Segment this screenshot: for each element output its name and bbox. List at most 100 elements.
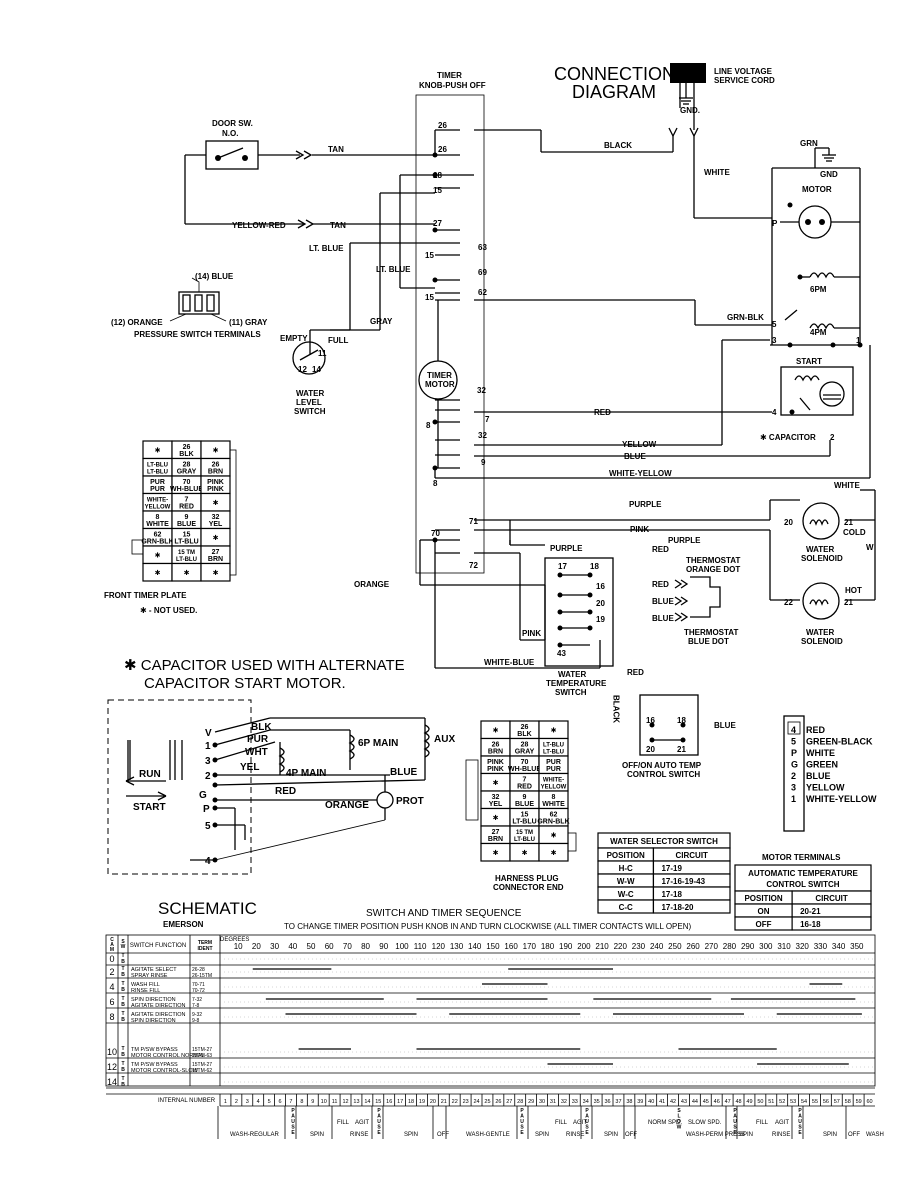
seq-header-func: SWITCH FUNCTION (130, 943, 186, 949)
timer-term-8b: 8 (433, 479, 438, 488)
internal-number: 15 (375, 1099, 381, 1105)
timer-term-8a: 8 (426, 421, 431, 430)
internal-number: 24 (473, 1099, 479, 1105)
seq-row-cam: 0 (109, 954, 114, 964)
internal-number: 52 (779, 1099, 785, 1105)
seq-row-func: MOTOR CONTROL NORMAL (131, 1053, 205, 1059)
schem-aux: AUX (434, 734, 455, 745)
water-selector-title: WATER SELECTOR SWITCH (610, 837, 718, 846)
internal-number: 2 (235, 1099, 238, 1105)
harness-plug-cell-text: ✱ (551, 831, 557, 839)
auto-temp-cell: OFF (756, 920, 772, 929)
water-temperature-switch (544, 557, 614, 667)
motor-terminal-label: GREEN (806, 760, 838, 770)
harness-plug-cell (538, 842, 569, 862)
seq-degree-label: 140 (468, 942, 482, 951)
wts-t18: 18 (590, 562, 599, 571)
seq-row-term: 70-71 (192, 982, 205, 988)
internal-number-label: INTERNAL NUMBER (158, 1098, 216, 1104)
schem-wht: WHT (245, 747, 268, 758)
seq-row-term: 9-8 (192, 1018, 199, 1024)
seq-row-cam: 14 (107, 1077, 117, 1087)
auto-temp-header: POSITION (744, 894, 782, 903)
internal-number: 27 (506, 1099, 512, 1105)
seq-row-cam: 4 (109, 982, 114, 992)
internal-number: 5 (268, 1099, 271, 1105)
wts-t17: 17 (558, 562, 567, 571)
motor-terminal-num: 1 (791, 794, 796, 804)
internal-number: 36 (604, 1099, 610, 1105)
internal-number: 30 (539, 1099, 545, 1105)
timer-term-15b: 15 (425, 251, 434, 260)
water-level-t14: 14 (312, 365, 321, 374)
internal-number: 31 (550, 1099, 556, 1105)
seq-row-func: SPIN DIRECTION (131, 997, 176, 1003)
timer-label2: KNOB-PUSH OFF (419, 81, 486, 90)
schem-start: START (133, 802, 166, 813)
harness-plug-cell-text: ✱ (551, 849, 557, 857)
door-switch-label2: N.O. (222, 129, 238, 138)
motor-term-3: 3 (772, 336, 777, 345)
wire-label-blue3: BLUE (652, 614, 674, 623)
schem-run: RUN (139, 769, 161, 780)
seq-degree-label: 260 (686, 942, 700, 951)
line-cord-label2: SERVICE CORD (714, 76, 775, 85)
seq-degree-label: 50 (307, 942, 316, 951)
harness-plug-cell-text: ✱ (493, 726, 499, 734)
seq-phase-label: AGIT (775, 1120, 789, 1126)
internal-number: 60 (866, 1099, 872, 1105)
internal-number: 34 (583, 1099, 589, 1105)
motor-terminal-label: YELLOW (806, 783, 845, 793)
front-plate-cell-text: ✱ (213, 569, 219, 577)
timer-term-15a: 15 (433, 186, 442, 195)
water-selector-cell: W-C (618, 890, 634, 899)
water-solenoid-cold (802, 502, 840, 540)
internal-number: 55 (812, 1099, 818, 1105)
motor-terminals-strip (783, 715, 805, 832)
seq-row-func: AGITATE SELECT (131, 967, 177, 973)
seq-row-term: 15TM-27 (192, 1062, 212, 1068)
auto-temp-cell: ON (758, 907, 770, 916)
seq-row-term: 15TM-62 (192, 1068, 212, 1074)
internal-number: 40 (648, 1099, 654, 1105)
internal-number: 54 (801, 1099, 807, 1105)
solenoid-hot-l2: SOLENOID (801, 637, 843, 646)
wire-label-black-v: BLACK (612, 695, 621, 723)
seq-phase-label: AGIT (355, 1120, 369, 1126)
water-selector-header: CIRCUIT (675, 851, 708, 860)
motor-term-4: 4 (772, 408, 777, 417)
motor-schematic (107, 699, 430, 875)
internal-number: 44 (692, 1099, 698, 1105)
schem-yel: YEL (240, 762, 259, 773)
internal-number: 20 (430, 1099, 436, 1105)
internal-number: 46 (714, 1099, 720, 1105)
timer-term-26b: 26 (438, 145, 447, 154)
seq-phase-label: WASH (866, 1132, 884, 1138)
timer-term-15c: 15 (425, 293, 434, 302)
motor-terminal-label: RED (806, 725, 826, 735)
wire-label-blue4: BLUE (714, 721, 736, 730)
water-selector-cell: 17-19 (661, 864, 682, 873)
internal-number: 10 (321, 1099, 327, 1105)
auto-temp-cell: 16-18 (800, 920, 821, 929)
motor-term-p: P (772, 219, 778, 228)
seq-degree-label: 320 (796, 942, 810, 951)
seq-row-func: MOTOR CONTROL-SLOW (131, 1068, 199, 1074)
timer-term-27: 27 (433, 219, 442, 228)
internal-number: 19 (419, 1099, 425, 1105)
seq-degree-label: 80 (361, 942, 370, 951)
line-cord-label1: LINE VOLTAGE (714, 67, 773, 76)
seq-row-cam: 2 (109, 967, 114, 977)
front-plate-cell-text: ✱ (213, 499, 219, 507)
seq-degree-label: 240 (650, 942, 664, 951)
